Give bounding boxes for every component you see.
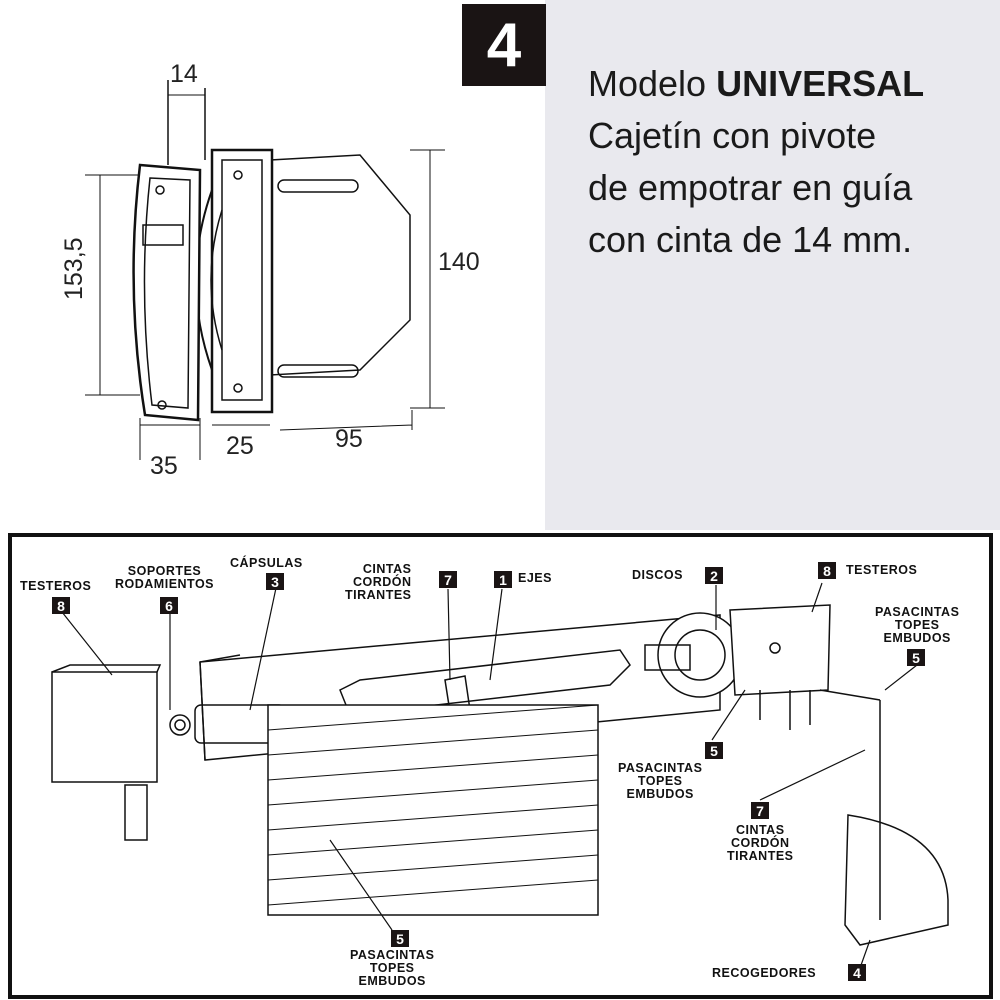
callout-number: 5	[705, 742, 723, 759]
callout-label: DISCOS	[632, 568, 683, 582]
dim-tape-width: 14	[170, 60, 198, 88]
dimension-lines	[85, 94, 445, 460]
dim-depth-2: 95	[335, 425, 363, 453]
callout-number: 8	[818, 562, 836, 579]
leader-lines	[61, 582, 918, 969]
dim-front-width: 35	[150, 452, 178, 480]
callout-number: 2	[705, 567, 723, 584]
exploded-view-frame	[8, 533, 993, 999]
box-drawing	[195, 148, 411, 414]
callout-number: 4	[848, 964, 866, 981]
callout-label: TESTEROS	[20, 579, 92, 593]
front-plate-drawing	[132, 80, 206, 422]
callout-number: 7	[439, 571, 457, 588]
dim-front-height: 153,5	[60, 237, 88, 300]
callout-label: EJES	[518, 571, 552, 585]
model-description: Modelo UNIVERSAL Cajetín con pivote de e…	[588, 58, 924, 266]
dim-box-height: 140	[438, 248, 480, 276]
description-panel	[545, 0, 1000, 530]
callout-number: 5	[391, 930, 409, 947]
exploded-view	[51, 604, 949, 946]
callout-number: 5	[907, 649, 925, 666]
desc-line: con cinta de 14 mm.	[588, 219, 913, 260]
desc-line: Cajetín con pivote	[588, 115, 877, 156]
callout-label: CÁPSULAS	[230, 556, 303, 570]
callout-number: 3	[266, 573, 284, 590]
title-bold: UNIVERSAL	[716, 63, 925, 104]
callout-label: RECOGEDORES	[712, 966, 817, 980]
desc-line: de empotrar en guía	[588, 167, 913, 208]
callout-number: 6	[160, 597, 178, 614]
callout-number: 7	[751, 802, 769, 819]
callout-number: 1	[494, 571, 512, 588]
callout-number: 8	[52, 597, 70, 614]
title-prefix: Modelo	[588, 63, 707, 104]
callout-label: TESTEROS	[846, 563, 918, 577]
model-number-badge: 4	[462, 4, 546, 86]
dim-depth-1: 25	[226, 432, 254, 460]
